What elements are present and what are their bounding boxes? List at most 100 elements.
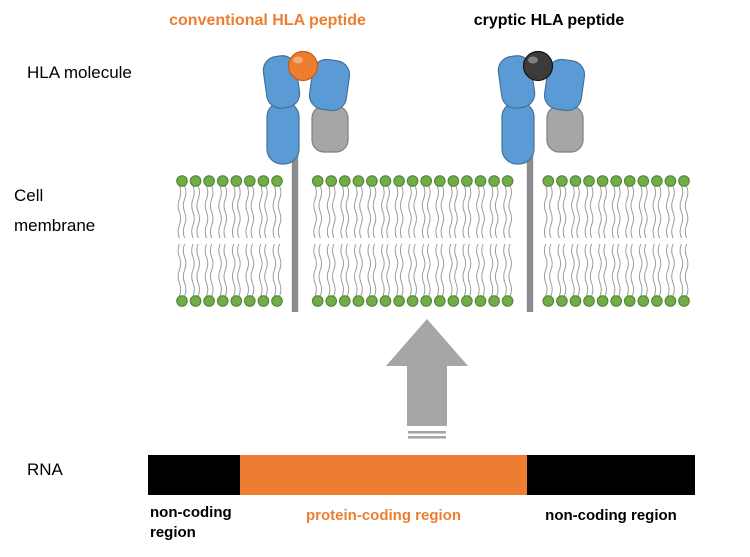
- lipid-tail: [191, 185, 195, 239]
- rna-bar: [148, 455, 695, 495]
- lipid-tail: [218, 185, 222, 239]
- lipid-head: [447, 295, 460, 307]
- lipid-tail: [671, 185, 675, 239]
- lipid-tail: [679, 243, 684, 297]
- lipid-head: [678, 295, 690, 307]
- lipid-tail: [345, 185, 350, 239]
- lipid-tail: [399, 185, 404, 239]
- lipid-tail: [237, 243, 241, 297]
- lipid-head: [257, 295, 270, 307]
- lipid-tail: [245, 243, 249, 297]
- lipid-head: [434, 295, 446, 307]
- hla-b2m-domain: [311, 105, 349, 153]
- lipid-head: [637, 295, 650, 307]
- lipid-tail: [489, 243, 494, 297]
- lipid-tail: [630, 243, 635, 297]
- lipid-tail: [603, 185, 607, 239]
- lipid-head: [474, 175, 487, 187]
- lipid-tail: [435, 243, 439, 297]
- lipid-tail: [182, 243, 187, 297]
- lipid-head: [406, 175, 419, 187]
- arrow-break-line: [408, 431, 446, 434]
- lipid-tail: [223, 185, 228, 239]
- lipid-tail: [584, 185, 589, 239]
- lipid-head: [447, 175, 460, 187]
- lipid-tail: [657, 243, 662, 297]
- lipid-tail: [503, 243, 507, 297]
- lipid-head: [352, 175, 365, 187]
- lipid-tail: [413, 243, 417, 297]
- lipid-tail: [652, 185, 657, 239]
- lipid-head: [216, 175, 229, 187]
- lipid-tail: [231, 185, 236, 239]
- lipid-head: [488, 295, 500, 307]
- lipid-tail: [427, 243, 431, 297]
- lipid-head: [176, 295, 188, 307]
- lipid-tail: [264, 185, 268, 239]
- lipid-tail: [666, 243, 670, 297]
- hla-molecule-cryptic: [497, 50, 586, 312]
- lipid-tail: [394, 243, 399, 297]
- lipid-tail: [644, 185, 648, 239]
- lipid-tail: [259, 243, 263, 297]
- lipid-head: [556, 175, 568, 187]
- up-arrow-shape: [386, 319, 468, 426]
- hla-b2m-domain: [546, 105, 584, 153]
- lipid-tail: [386, 185, 390, 239]
- lipid-head: [379, 175, 392, 187]
- lipid-tail: [177, 243, 182, 297]
- lipid-tail: [679, 185, 684, 239]
- label-rna: RNA: [27, 460, 63, 479]
- lipid-tail: [449, 243, 453, 297]
- cell-membrane-graphic: [176, 175, 690, 307]
- peptide-highlight: [528, 56, 538, 64]
- lipid-head: [244, 295, 256, 307]
- lipid-head: [244, 175, 256, 187]
- lipid-tail: [454, 243, 458, 297]
- lipid-head: [339, 295, 351, 307]
- lipid-tail: [462, 243, 467, 297]
- lipid-tail: [625, 185, 629, 239]
- hla-groove-arm-right: [543, 58, 586, 112]
- lipid-tail: [231, 243, 236, 297]
- lipid-tail: [354, 185, 358, 239]
- lipid-tail: [440, 185, 445, 239]
- lipid-tail: [367, 243, 372, 297]
- lipid-head: [189, 295, 202, 307]
- lipid-tail: [272, 185, 277, 239]
- conventional-peptide-ball: [287, 50, 319, 82]
- lipid-head: [257, 175, 270, 187]
- lipid-tail: [237, 185, 241, 239]
- lipid-head: [664, 295, 677, 307]
- lipid-tail: [684, 243, 689, 297]
- lipid-head: [434, 175, 446, 187]
- lipid-tail: [218, 243, 222, 297]
- lipid-tail: [576, 185, 580, 239]
- lipid-tail: [381, 185, 385, 239]
- label-noncoding-right: non-coding region: [545, 507, 677, 524]
- lipid-tail: [332, 243, 336, 297]
- lipid-head: [542, 175, 555, 187]
- lipid-tail: [427, 185, 431, 239]
- lipid-tail: [326, 185, 331, 239]
- label-protein-coding: protein-coding region: [306, 507, 461, 524]
- lipid-tail: [381, 243, 385, 297]
- lipid-head: [230, 295, 243, 307]
- lipid-tail: [617, 243, 621, 297]
- lipid-tail: [413, 185, 417, 239]
- lipid-tail: [589, 185, 594, 239]
- hla-alpha3-domain: [501, 101, 535, 165]
- lipid-tail: [549, 243, 553, 297]
- arrow-break-line: [408, 436, 446, 439]
- lipid-tail: [340, 185, 344, 239]
- lipid-tail: [467, 185, 472, 239]
- lipid-tail: [462, 185, 467, 239]
- lipid-tail: [508, 243, 512, 297]
- peptide-highlight: [293, 56, 303, 64]
- lipid-tail: [421, 185, 426, 239]
- lipid-tail: [617, 185, 621, 239]
- lipid-tail: [481, 185, 485, 239]
- lipid-head: [623, 175, 636, 187]
